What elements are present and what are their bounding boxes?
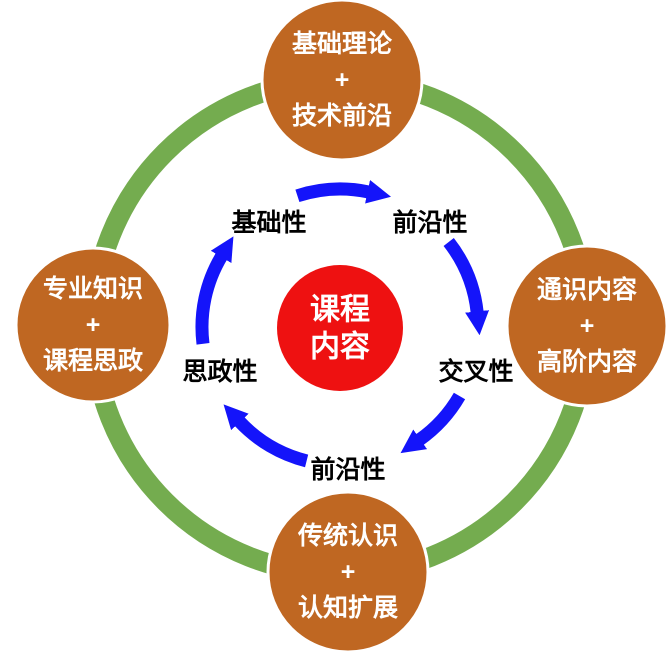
node-top-line1: 基础理论 (292, 30, 393, 58)
node-circle-right (505, 244, 669, 408)
cycle-arrow-top (295, 180, 392, 204)
cycle-label-top-left: 基础性 (231, 209, 306, 237)
node-circle-bottom (266, 490, 430, 651)
node-left-plus: + (86, 311, 101, 339)
cycle-arrow-bottom-right (400, 392, 466, 454)
center-circle (277, 265, 403, 391)
node-left-line2: 课程思政 (43, 346, 144, 375)
cycle-label-bottom: 前沿性 (310, 455, 385, 484)
node-bottom-line1: 传统认识 (297, 521, 398, 550)
node-bottom-line2: 认知扩展 (298, 594, 398, 622)
cycle-arrow-bottom-left (223, 404, 309, 468)
center-line2: 内容 (310, 331, 370, 364)
node-top-plus: + (335, 66, 350, 94)
node-circle-left (14, 246, 172, 404)
node-right-line2: 高阶内容 (537, 347, 637, 376)
node-bottom-plus: + (341, 558, 356, 586)
node-top-line2: 技术前沿 (292, 101, 392, 130)
cycle-label-top-right: 前沿性 (392, 208, 467, 237)
cycle-label-left: 思政性 (182, 357, 257, 386)
cycle-arrow-right (443, 237, 490, 336)
center-line1: 课程 (310, 294, 370, 327)
node-left-line1: 专业知识 (43, 274, 143, 303)
node-right-plus: + (580, 312, 595, 340)
cycle-label-right: 交叉性 (438, 357, 513, 386)
node-circle-top (260, 0, 424, 162)
node-right-line1: 通识内容 (537, 275, 637, 304)
cycle-arrow-left (195, 236, 234, 345)
